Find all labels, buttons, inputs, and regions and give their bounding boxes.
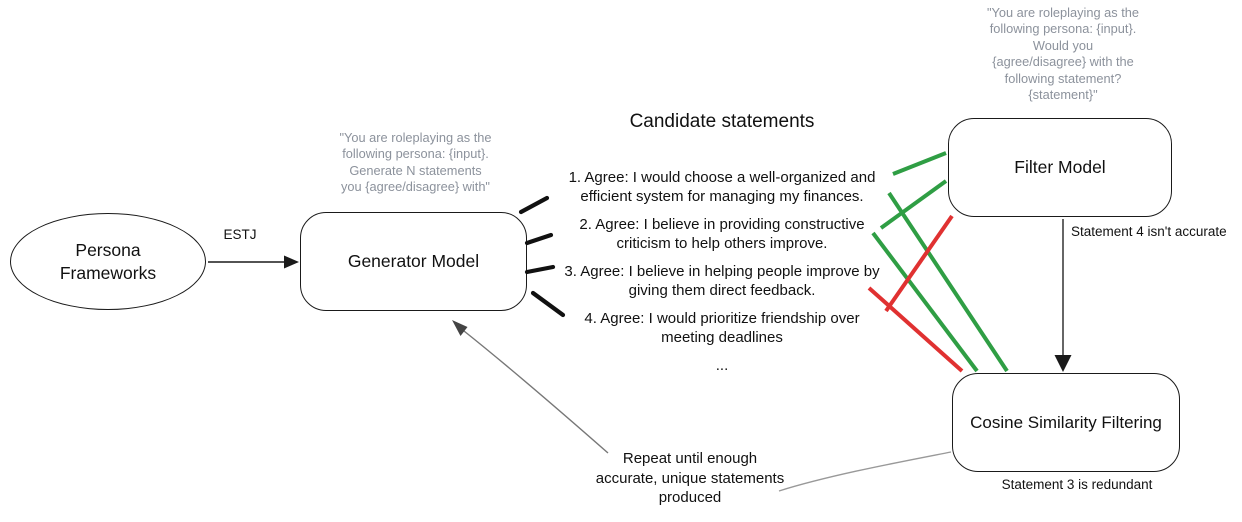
filter-model-label: Filter Model bbox=[1014, 157, 1106, 177]
cosine-filtering-node: Cosine Similarity Filtering bbox=[952, 373, 1180, 472]
repeat-loop-note: Repeat until enough accurate, unique sta… bbox=[595, 450, 785, 506]
persona-frameworks-node: Persona Frameworks bbox=[10, 213, 206, 310]
estj-arrowhead-icon bbox=[284, 255, 299, 269]
statements-ellipsis: ... bbox=[715, 357, 729, 374]
candidate-statements-title: Candidate statements bbox=[629, 111, 815, 132]
cosine-filtering-label: Cosine Similarity Filtering bbox=[970, 413, 1162, 432]
generator-model-node: Generator Model bbox=[300, 212, 527, 311]
statement1-to-filter-green-line bbox=[892, 151, 947, 176]
filter-prompt-text: "You are roleplaying as the following pe… bbox=[986, 5, 1140, 103]
statement-3: 3. Agree: I believe in helping people im… bbox=[564, 263, 880, 299]
filter-rejection-note: Statement 4 isn't accurate bbox=[1071, 224, 1227, 239]
repeat-loop-arrowhead-icon bbox=[452, 320, 468, 336]
statement-4: 4. Agree: I would prioritize friendship … bbox=[584, 310, 860, 346]
cosine-rejection-note: Statement 3 is redundant bbox=[1001, 477, 1153, 492]
candidate-statements-list: 1. Agree: I would choose a well-organize… bbox=[545, 168, 899, 384]
filter-to-cosine-arrowhead-icon bbox=[1054, 355, 1072, 372]
filter-model-node: Filter Model bbox=[948, 118, 1172, 217]
generator-prompt-text: "You are roleplaying as the following pe… bbox=[339, 130, 492, 195]
statement1-to-cosine-green-line bbox=[887, 191, 1009, 373]
estj-edge-label: ESTJ bbox=[223, 227, 257, 242]
generator-model-label: Generator Model bbox=[347, 251, 480, 271]
generator-fan-stroke-1 bbox=[518, 195, 550, 215]
persona-frameworks-label: Persona Frameworks bbox=[59, 239, 157, 283]
statement-2: 2. Agree: I believe in providing constru… bbox=[579, 216, 865, 252]
statement-1: 1. Agree: I would choose a well-organize… bbox=[568, 169, 876, 205]
